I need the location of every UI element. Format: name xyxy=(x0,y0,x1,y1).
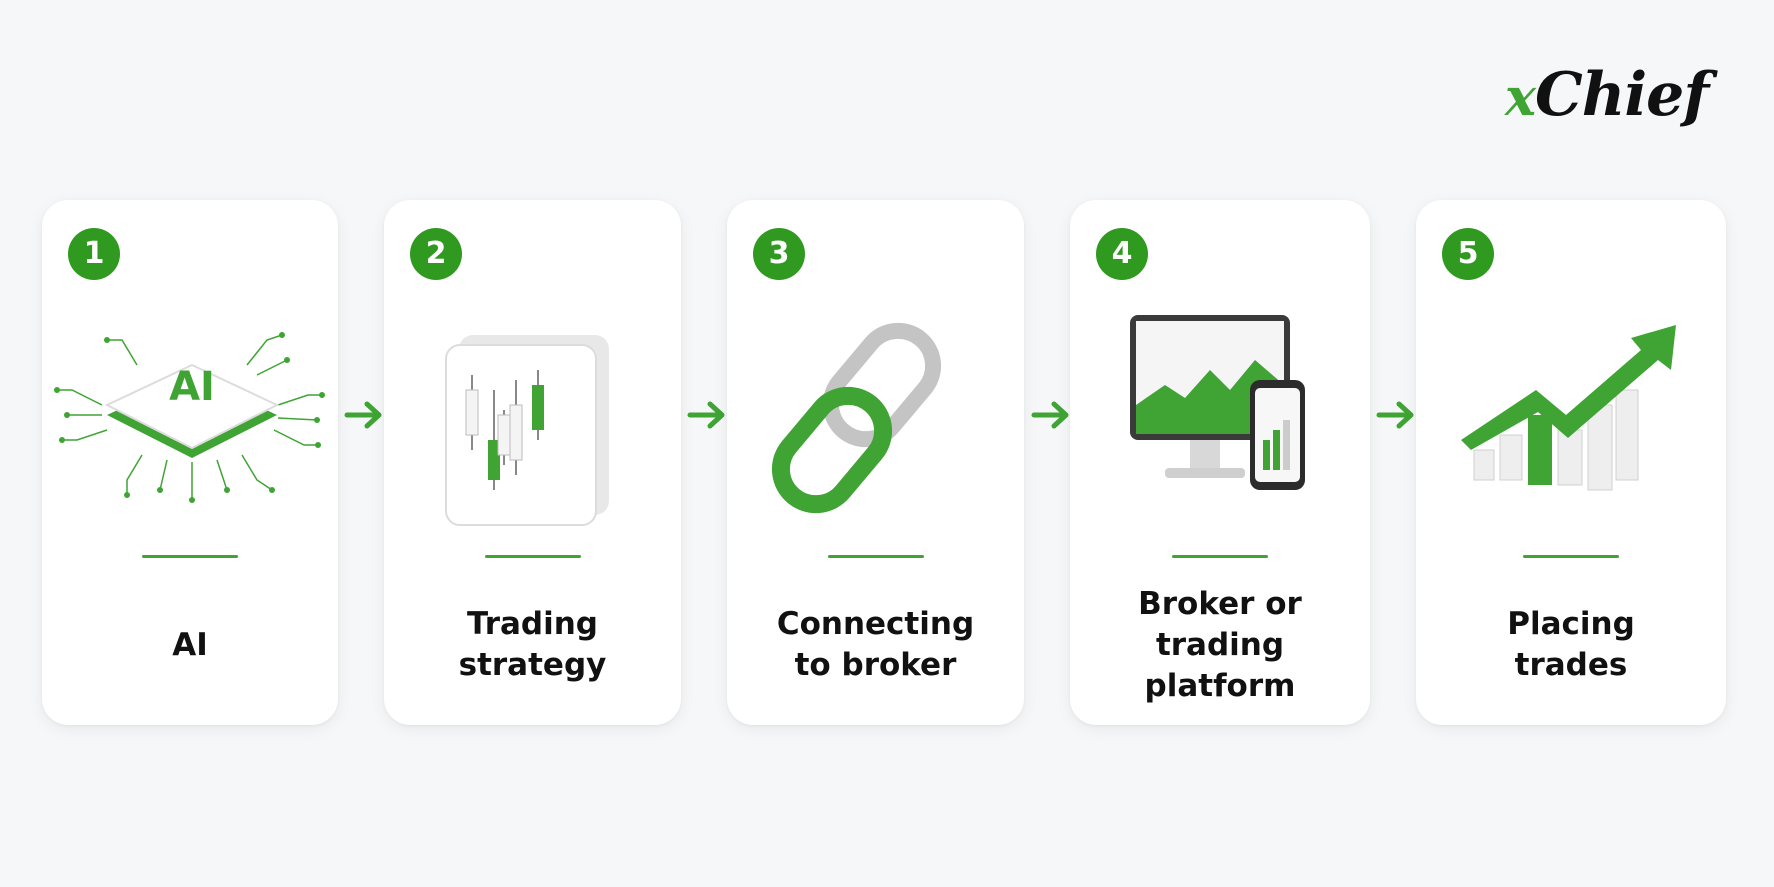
right-arrow-icon xyxy=(344,401,382,429)
step-number-badge: 4 xyxy=(1096,228,1148,280)
candlestick-chart-icon xyxy=(445,335,609,526)
xchief-logo: xChief xyxy=(1505,60,1709,130)
divider-line xyxy=(484,555,581,558)
right-arrow-icon xyxy=(1376,401,1414,429)
step-number-badge: 5 xyxy=(1442,228,1494,280)
step-card-ai: 1 AI AI xyxy=(42,200,338,725)
right-arrow-icon xyxy=(687,401,725,429)
svg-text:AI: AI xyxy=(169,364,215,410)
step-number-badge: 2 xyxy=(410,228,462,280)
right-arrow-icon xyxy=(1031,401,1069,429)
ai-chip-icon: AI xyxy=(54,332,325,503)
divider-line xyxy=(142,555,238,558)
divider-line xyxy=(1172,555,1268,558)
chain-link-icon xyxy=(771,322,942,514)
step-label: AI xyxy=(172,626,208,663)
growth-chart-arrow-icon xyxy=(1461,325,1676,491)
monitor-phone-icon xyxy=(1130,315,1305,490)
divider-line xyxy=(827,555,924,558)
step-number-badge: 1 xyxy=(68,228,120,280)
divider-line xyxy=(1523,555,1619,558)
step-number-badge: 3 xyxy=(753,228,805,280)
